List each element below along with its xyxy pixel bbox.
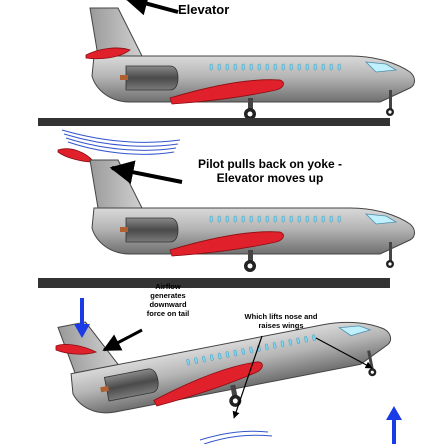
elevator-1 bbox=[85, 47, 131, 60]
pointer-arrow-1 bbox=[123, 0, 179, 16]
airflow-line: downward bbox=[149, 300, 187, 309]
pilot-label-line-2: Elevator moves up bbox=[216, 170, 324, 185]
lift-line: raises wings bbox=[258, 321, 304, 330]
ground-1 bbox=[38, 118, 390, 126]
airflow-line: force on tail bbox=[146, 309, 190, 318]
plane-1 bbox=[89, 7, 415, 121]
airflow-label: Airflow generates downward force on tail bbox=[140, 282, 196, 318]
lift-line: Which lifts nose and bbox=[244, 312, 318, 321]
plane-3 bbox=[57, 264, 399, 438]
airflow-line: Airflow bbox=[155, 282, 181, 291]
ground-2 bbox=[38, 278, 390, 288]
lift-label: Which lifts nose and raises wings bbox=[236, 312, 326, 330]
down-force-arrow bbox=[74, 298, 90, 338]
elevator-2 bbox=[57, 148, 95, 163]
pilot-label-line-1: Pilot pulls back on yoke - bbox=[197, 157, 343, 171]
pilot-label: Pilot pulls back on yoke - Elevator move… bbox=[150, 157, 390, 186]
pointer-arrow-2 bbox=[109, 160, 183, 185]
airflow-lines-2 bbox=[61, 129, 181, 155]
pointer-arrow-airflow bbox=[102, 328, 143, 352]
elevator-label: Elevator bbox=[178, 2, 230, 17]
up-force-arrow bbox=[386, 406, 402, 444]
pointer-arrow-wing bbox=[232, 335, 263, 419]
pointer-arrow-nose bbox=[315, 337, 373, 369]
airflow-lines-3 bbox=[199, 430, 273, 444]
elevator-3 bbox=[55, 344, 98, 355]
airflow-line: generates bbox=[150, 291, 186, 300]
